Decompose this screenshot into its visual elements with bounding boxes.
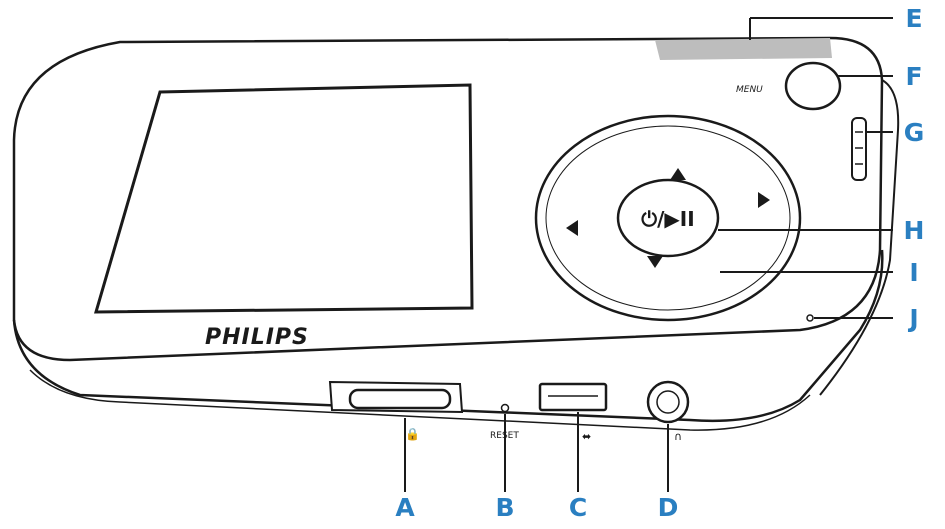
headphone-icon: ∩	[674, 430, 682, 443]
device-right-edge	[819, 79, 900, 396]
callout-e: E	[905, 4, 922, 33]
right-arrow-icon[interactable]	[758, 192, 770, 208]
lock-icon: 🔒	[405, 427, 420, 441]
reset-hole[interactable]	[500, 403, 510, 413]
volume-control[interactable]	[851, 117, 867, 181]
menu-button[interactable]	[784, 61, 842, 111]
callout-labels: A B C D E F G H I J	[395, 4, 924, 522]
callout-lines	[404, 17, 893, 492]
display-light-strip	[655, 38, 832, 60]
display-screen	[93, 83, 474, 314]
power-play-pause-label: ⏻/▶II	[641, 207, 694, 231]
headphone-jack-inner	[656, 390, 680, 414]
callout-b: B	[495, 493, 514, 522]
device-bottom-edge	[29, 369, 811, 431]
usb-icon: ⬌	[582, 430, 591, 443]
callout-g: G	[904, 118, 925, 147]
hold-switch[interactable]	[348, 388, 452, 410]
usb-connector[interactable]	[538, 382, 608, 412]
power-play-pause-button[interactable]	[616, 178, 720, 258]
brand-logo: PHILIPS	[205, 325, 309, 350]
menu-label: MENU	[736, 85, 763, 95]
left-arrow-icon[interactable]	[566, 220, 578, 236]
microphone	[806, 314, 814, 322]
callout-f: F	[905, 62, 922, 91]
device-side	[12, 249, 884, 423]
callout-j: J	[907, 304, 918, 333]
down-arrow-icon[interactable]	[647, 256, 663, 268]
up-arrow-icon[interactable]	[670, 168, 686, 180]
callout-a: A	[395, 493, 415, 522]
callout-c: C	[569, 493, 587, 522]
callout-d: D	[658, 493, 679, 522]
callout-i: I	[909, 258, 918, 287]
navigation-ring-inner	[545, 125, 791, 311]
callout-h: H	[904, 216, 925, 245]
